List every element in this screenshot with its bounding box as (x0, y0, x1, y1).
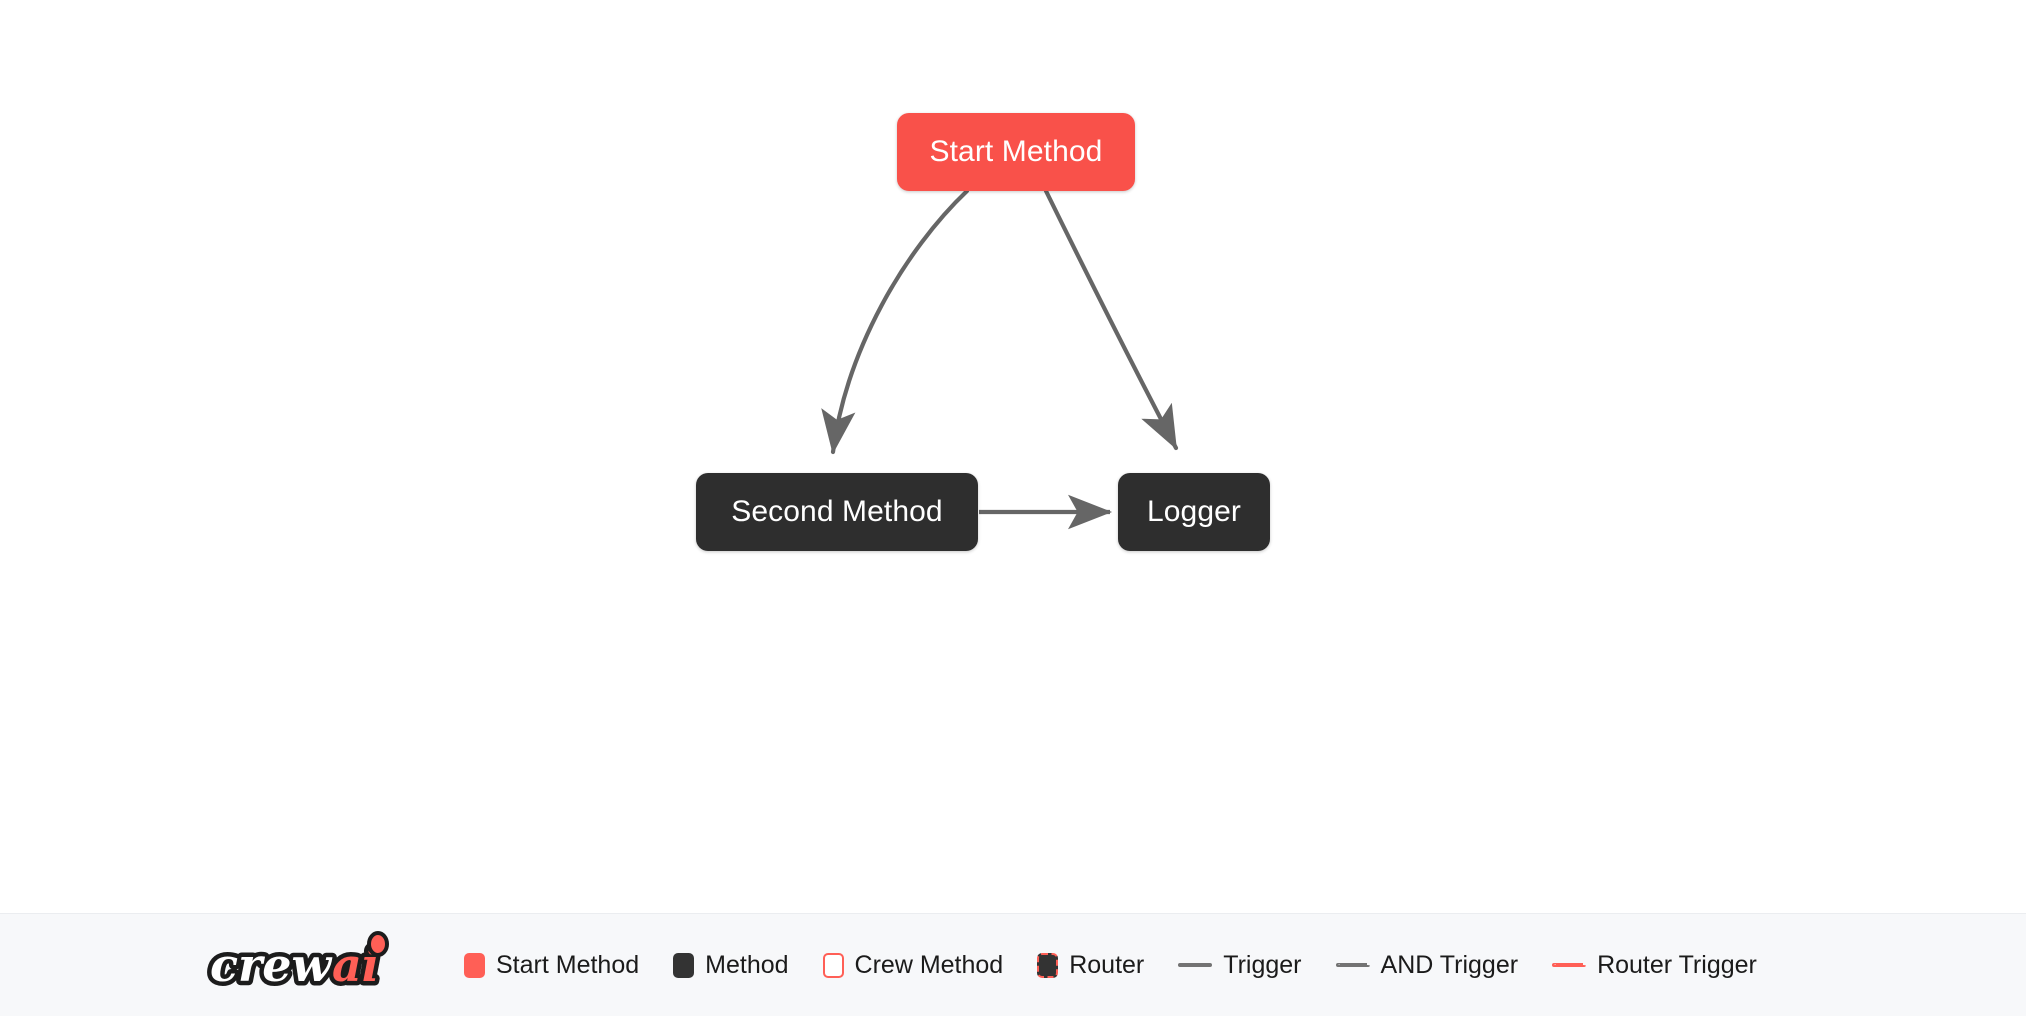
svg-text:crew: crew (210, 938, 333, 992)
legend-item-method[interactable]: Method (673, 950, 789, 979)
legend-label-and-trigger: AND Trigger (1380, 950, 1519, 979)
start-method-swatch-icon (464, 952, 485, 978)
legend-item-start-method[interactable]: Start Method (464, 950, 640, 979)
trigger-line-icon (1178, 963, 1213, 967)
and-trigger-line-icon (1335, 963, 1370, 967)
svg-text:crew: crew (210, 938, 333, 992)
node-start-method-label: Start Method (929, 135, 1103, 168)
legend-item-and-trigger[interactable]: AND Trigger (1335, 950, 1519, 979)
node-start-method[interactable]: Start Method (897, 113, 1135, 191)
node-second-method[interactable]: Second Method (696, 473, 978, 551)
legend-label-crew-method: Crew Method (854, 950, 1004, 979)
legend-label-router-trigger: Router Trigger (1597, 950, 1757, 979)
crewai-logo: crew crew ai ai (206, 931, 438, 999)
legend-item-trigger[interactable]: Trigger (1178, 950, 1302, 979)
legend-bar: crew crew ai ai Start Method Method (0, 913, 2026, 1016)
legend-label-start-method: Start Method (496, 950, 640, 979)
router-swatch-icon (1037, 952, 1059, 978)
legend-item-router-trigger[interactable]: Router Trigger (1552, 950, 1757, 979)
legend-items: Start Method Method Crew Method Router T (464, 950, 1757, 979)
node-second-method-label: Second Method (731, 495, 943, 528)
legend-item-crew-method[interactable]: Crew Method (822, 950, 1004, 979)
legend-inner: crew crew ai ai Start Method Method (206, 931, 1757, 999)
legend-label-router: Router (1069, 950, 1145, 979)
router-trigger-line-icon (1552, 963, 1587, 967)
edge-start-to-logger (1043, 188, 1179, 451)
crew-method-swatch-icon (822, 952, 844, 978)
legend-label-method: Method (705, 950, 789, 979)
node-logger[interactable]: Logger (1118, 473, 1270, 551)
edge-start-to-second (821, 188, 970, 455)
method-swatch-icon (673, 952, 695, 978)
node-logger-label: Logger (1146, 495, 1241, 528)
legend-item-router[interactable]: Router (1037, 950, 1145, 979)
legend-label-trigger: Trigger (1223, 950, 1302, 979)
flow-edges-layer (821, 188, 1179, 530)
diagram-canvas[interactable]: Start Method Second Method Logger (0, 0, 2026, 913)
